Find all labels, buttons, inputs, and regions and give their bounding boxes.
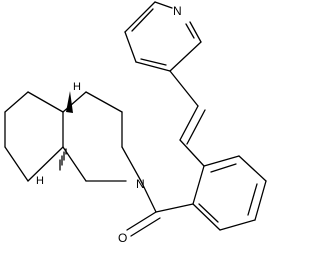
bond-vinyl-double: [186, 109, 206, 145]
bond-benzene-3: [254, 180, 267, 221]
bond-benzene-2: [238, 155, 267, 182]
bond-ring-6: [62, 146, 87, 182]
bond-benzene-5: [192, 203, 221, 231]
bond-ring-1: [121, 146, 142, 182]
bond-pyridine-2: [124, 31, 137, 63]
bond-pyridine-1: [124, 1, 156, 33]
bond-carbonyl-o-1: [126, 211, 157, 231]
structure-diagram: N N O H H: [4, 1, 267, 245]
bond-ring-8: [27, 91, 64, 113]
bond-pyridine-6: [154, 1, 173, 9]
bond-aryl-carbonyl: [155, 203, 194, 213]
stereo-wedge-top: [66, 91, 73, 113]
bond-pyridine-double-1: [131, 8, 154, 32]
bond-benzene-1: [203, 155, 240, 167]
bond-ring-9: [4, 91, 29, 113]
bond-pyridine-5: [189, 21, 202, 43]
bond-carbonyl-o-2: [130, 217, 161, 237]
bond-pyridine-double-2: [140, 58, 167, 66]
bond-vinyl-3: [179, 139, 205, 167]
bond-vinyl-1: [169, 70, 199, 107]
pyridine-nitrogen-label: N: [173, 4, 182, 18]
stereo-hydrogen-bottom-label: H: [36, 175, 44, 187]
amide-nitrogen-label: N: [136, 177, 145, 191]
molecule-canvas: N N O H H: [4, 1, 267, 245]
bond-carbonyl-n: [140, 180, 157, 213]
bond-pyridine-4: [169, 41, 202, 72]
bond-vinyl-2: [179, 105, 199, 141]
bond-benzene-double-2: [247, 183, 258, 216]
bond-ring-3: [85, 91, 123, 113]
bond-ring-11: [4, 146, 29, 182]
bond-benzene-4: [219, 219, 256, 231]
bond-ring-4: [62, 91, 87, 113]
bond-benzene-double-1: [210, 163, 237, 173]
stereo-hash-bottom: [59, 148, 67, 171]
bond-benzene-double-3: [198, 203, 219, 223]
bond-ring-12: [27, 146, 64, 182]
carbonyl-oxygen-label: O: [118, 231, 127, 245]
bond-pyridine-3: [135, 61, 171, 72]
bond-benzene-6: [192, 165, 205, 205]
bond-pyridine-double-3: [185, 23, 195, 39]
stereo-hydrogen-top-label: H: [73, 81, 81, 93]
